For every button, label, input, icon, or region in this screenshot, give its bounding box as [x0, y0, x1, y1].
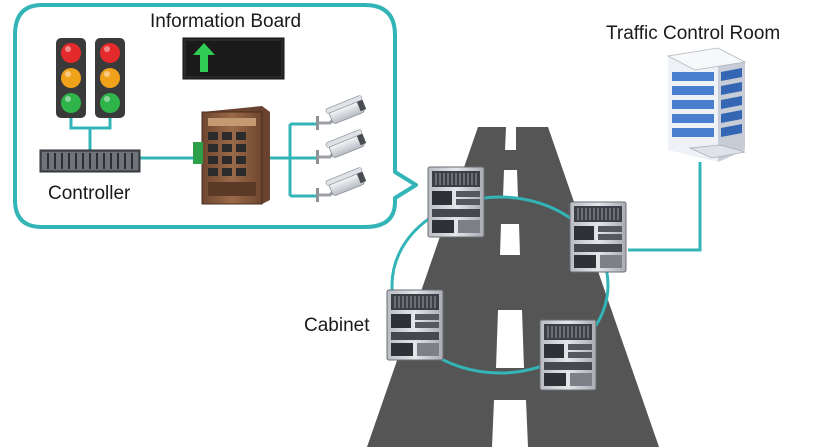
cabinet-icon [427, 166, 485, 238]
cabinet-icon [569, 201, 627, 273]
cabinet-icon [386, 289, 444, 361]
industrial-switch-icon [193, 106, 270, 205]
cabinet-icon [539, 319, 597, 391]
information-board-label: Information Board [150, 11, 302, 32]
building-icon [666, 47, 747, 162]
road [367, 127, 659, 447]
controller-label: Controller [48, 183, 131, 204]
traffic-light-icon [95, 38, 125, 118]
ring-network-links [390, 162, 702, 375]
information-board-icon [182, 37, 285, 80]
controller-icon [39, 149, 141, 173]
callout-links [69, 110, 318, 198]
cabinet-label: Cabinet [304, 315, 370, 336]
traffic-light-icon [56, 38, 86, 118]
traffic-control-room-label: Traffic Control Room [606, 23, 781, 44]
